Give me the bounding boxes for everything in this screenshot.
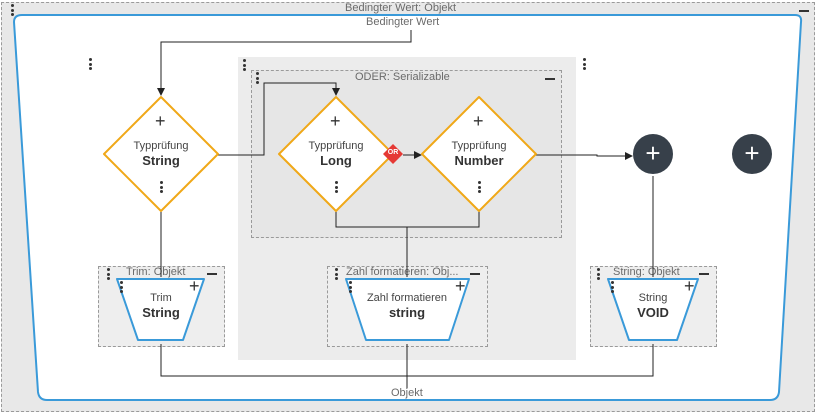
zahl-group-menu-icon[interactable] (335, 268, 339, 280)
outer-bottom-label: Objekt (391, 387, 423, 399)
check-long-menu-icon[interactable] (335, 181, 339, 195)
string-void-group-collapse-button[interactable] (699, 273, 709, 275)
check-number-label: Typprüfung (451, 140, 507, 152)
check-number-menu-icon[interactable] (478, 181, 482, 195)
zahl-add-icon[interactable]: + (455, 276, 466, 296)
connector-entry (157, 30, 412, 96)
string-void-type: VOID (637, 305, 669, 320)
string-void-transform-shape (607, 278, 699, 341)
check-string-type: String (142, 153, 180, 168)
check-string-label: Typprüfung (133, 140, 189, 152)
trim-type: String (142, 305, 180, 320)
check-long-type: Long (320, 153, 352, 168)
outer-menu-icon[interactable] (11, 4, 15, 16)
zahl-label: Zahl formatieren (366, 292, 448, 304)
trim-transform-shape (116, 278, 205, 341)
string-void-label: String (638, 292, 668, 304)
trim-group-collapse-button[interactable] (207, 273, 217, 275)
check-string-menu-icon[interactable] (160, 181, 164, 195)
trim-add-icon[interactable]: + (189, 276, 200, 296)
or-badge-shape (383, 144, 403, 164)
oder-title: ODER: Serializable (355, 71, 450, 83)
oder-outer-menu-icon[interactable] (243, 59, 247, 71)
check-long-add-icon[interactable]: + (330, 111, 341, 131)
oder-right-menu-icon[interactable] (583, 58, 587, 70)
outer-title: Bedingter Wert: Objekt (345, 2, 457, 14)
string-void-group-title: String: Objekt (613, 266, 680, 278)
trim-group-menu-icon[interactable] (107, 268, 111, 280)
check-number-type: Number (454, 153, 504, 168)
connector-number-to-end (536, 152, 633, 160)
add-branch-button[interactable]: + (633, 134, 673, 174)
outer-collapse-button[interactable] (799, 10, 809, 12)
zahl-transform-shape (345, 278, 470, 341)
check-long-label: Typprüfung (308, 140, 364, 152)
zahl-menu-icon[interactable] (349, 281, 353, 293)
zahl-group-title: Zahl formatieren: Obj... (346, 266, 459, 278)
or-badge-label: OR (387, 149, 399, 156)
outer-inner-label: Bedingter Wert (366, 16, 440, 28)
left-menu-icon[interactable] (89, 58, 93, 70)
check-string-add-icon[interactable]: + (155, 111, 166, 131)
connector-branches-join (335, 212, 480, 228)
string-void-menu-icon[interactable] (611, 281, 615, 293)
trim-menu-icon[interactable] (120, 281, 124, 293)
zahl-type: string (388, 305, 426, 320)
check-long-diamond (278, 96, 394, 212)
connector-string-to-long (218, 82, 340, 156)
check-number-diamond (421, 96, 537, 212)
check-number-add-icon[interactable]: + (473, 111, 484, 131)
trim-label: Trim (150, 292, 172, 304)
trim-group-title: Trim: Objekt (126, 266, 186, 278)
oder-menu-icon[interactable] (256, 72, 260, 84)
oder-collapse-button[interactable] (545, 78, 555, 80)
add-condition-button[interactable]: + (732, 134, 772, 174)
check-string-diamond (103, 96, 219, 212)
string-void-add-icon[interactable]: + (684, 276, 695, 296)
zahl-group-collapse-button[interactable] (470, 273, 480, 275)
string-void-group-menu-icon[interactable] (597, 268, 601, 280)
